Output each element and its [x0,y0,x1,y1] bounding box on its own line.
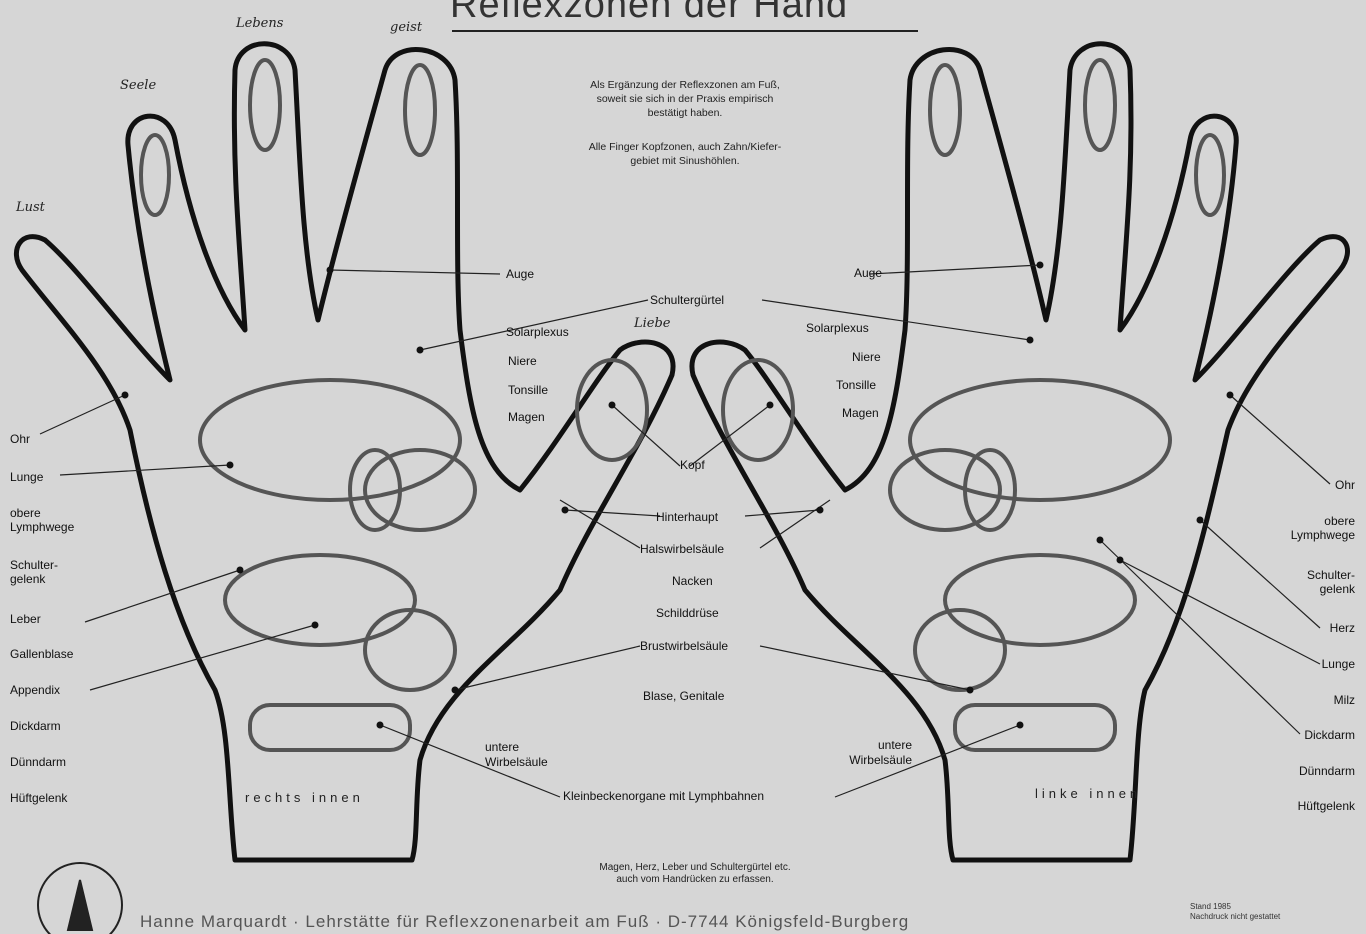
left-label-obere-lymphwege: obere Lymphwege [1265,514,1355,542]
left-zone-stomach [890,450,1000,530]
left-untere-line2: Wirbelsäule [820,753,912,768]
left-hand-outline [692,44,1348,860]
label-nacken: Nacken [672,574,713,588]
left-zone-pelvis [955,705,1115,750]
stand-line1: Stand 1985 [1190,902,1280,912]
left-label-huftgelenk: Hüftgelenk [1265,799,1355,813]
left-schulter-line2: gelenk [1265,582,1355,596]
left-label-schultergelenk: Schulter- gelenk [1265,568,1355,596]
right-label-obere-lymphwege: obere Lymphwege [10,506,74,534]
bottom-note-line1: Magen, Herz, Leber und Schultergürtel et… [540,862,850,874]
right-hand-outline [16,44,673,860]
label-halswirbelsaule: Halswirbelsäule [640,542,724,556]
left-untere-line1: untere [820,738,912,753]
left-zone-head [723,360,793,460]
right-label-appendix: Appendix [10,683,60,697]
right-zone-stomach [365,450,475,530]
left-label-dunndarm: Dünndarm [1265,764,1355,778]
label-blase-genitale: Blase, Genitale [643,689,724,703]
footer-stand: Stand 1985 Nachdruck nicht gestattet [1190,902,1280,922]
left-label-solarplexus: Solarplexus [806,321,869,335]
label-schilddruse: Schilddrüse [656,606,719,620]
right-label-huftgelenk: Hüftgelenk [10,791,67,805]
right-label-magen: Magen [508,410,545,424]
label-kopf: Kopf [680,458,705,472]
right-zone-kidney [350,450,400,530]
right-obere-line1: obere [10,506,74,520]
right-label-schultergelenk: Schulter- gelenk [10,558,58,586]
right-hand-caption: rechts innen [245,790,364,805]
label-brustwirbelsaule: Brustwirbelsäule [640,639,728,653]
right-label-tonsille: Tonsille [508,383,548,397]
right-label-niere: Niere [508,354,537,368]
right-zone-solarplexus [200,380,460,500]
left-zone-solarplexus [910,380,1170,500]
left-label-tonsille: Tonsille [836,378,876,392]
left-label-ohr: Ohr [1310,478,1355,492]
left-label-niere: Niere [852,350,881,364]
bottom-note-line2: auch vom Handrücken zu erfassen. [540,874,850,886]
right-label-dunndarm: Dünndarm [10,755,66,769]
logo-seal [38,863,122,934]
right-label-ohr: Ohr [10,432,30,446]
right-label-lunge: Lunge [10,470,43,484]
label-hinterhaupt: Hinterhaupt [656,510,718,524]
left-label-untere-wirbelsaule: untere Wirbelsäule [820,738,912,768]
left-label-milz: Milz [1295,693,1355,707]
right-untere-line1: untere [485,740,548,755]
bottom-note: Magen, Herz, Leber und Schultergürtel et… [540,862,850,886]
left-schulter-line1: Schulter- [1265,568,1355,582]
right-zone-bladder [365,610,455,690]
left-obere-line2: Lymphwege [1265,528,1355,542]
right-schulter-line2: gelenk [10,572,58,586]
right-obere-line2: Lymphwege [10,520,74,534]
right-label-auge: Auge [506,267,534,281]
left-hand-caption: linke innen [1035,786,1141,801]
left-label-auge: Auge [854,266,882,280]
left-zone-intestine [945,555,1135,645]
right-label-untere-wirbelsaule: untere Wirbelsäule [485,740,548,770]
right-zone-intestine [225,555,415,645]
label-kleinbecken: Kleinbeckenorgane mit Lymphbahnen [563,789,764,803]
left-label-herz: Herz [1295,621,1355,635]
stand-line2: Nachdruck nicht gestattet [1190,912,1280,922]
right-schulter-line1: Schulter- [10,558,58,572]
right-label-leber: Leber [10,612,41,626]
left-label-lunge: Lunge [1295,657,1355,671]
right-label-dickdarm: Dickdarm [10,719,61,733]
right-untere-line2: Wirbelsäule [485,755,548,770]
footer-address: Hanne Marquardt · Lehrstätte für Reflexz… [140,912,909,932]
label-schultergurtel: Schultergürtel [650,293,724,307]
right-zone-head [577,360,647,460]
left-obere-line1: obere [1265,514,1355,528]
left-label-magen: Magen [842,406,879,420]
right-label-solarplexus: Solarplexus [506,325,569,339]
left-label-dickdarm: Dickdarm [1265,728,1355,742]
right-label-gallenblase: Gallenblase [10,647,73,661]
